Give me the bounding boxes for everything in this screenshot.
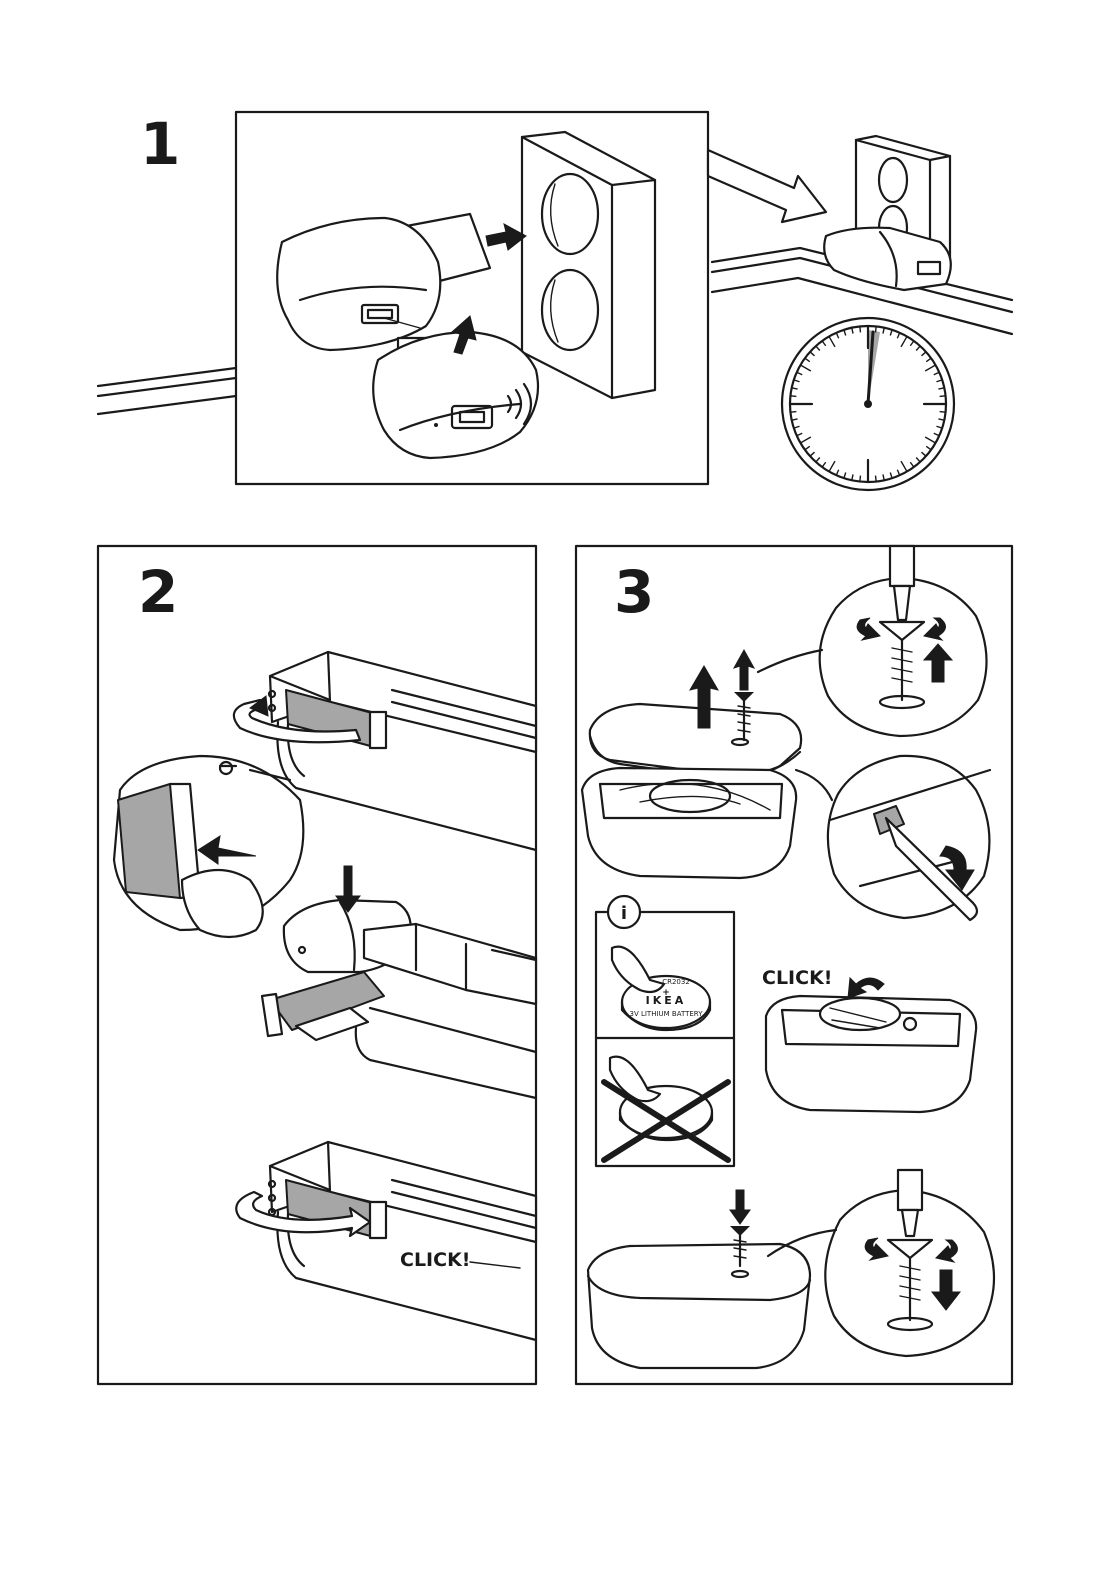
clock-tick xyxy=(822,462,826,467)
info-icon-label: i xyxy=(621,903,627,924)
clock-tick xyxy=(940,412,946,413)
clock-tick xyxy=(822,341,826,346)
roller-rail-closed xyxy=(269,1142,536,1340)
clock-tick xyxy=(860,476,861,482)
clock-tick xyxy=(897,333,899,338)
clock-tick xyxy=(790,396,796,397)
clock-tick xyxy=(844,330,846,336)
clock-tick xyxy=(797,372,802,374)
clock-tick xyxy=(922,452,926,456)
clock-tick xyxy=(925,365,935,371)
clock-tick xyxy=(810,452,814,456)
battery-model: CR2032 xyxy=(662,978,690,986)
clock-tick xyxy=(829,461,835,471)
clock-tick xyxy=(901,461,907,471)
step-2-click-label: CLICK! xyxy=(400,1249,470,1271)
clock-tick xyxy=(810,352,814,356)
clock-tick xyxy=(816,346,820,350)
clock-tick xyxy=(800,365,810,371)
clock-tick xyxy=(860,326,861,332)
clock-icon xyxy=(782,318,954,490)
clock-tick xyxy=(829,336,835,346)
clock-tick xyxy=(897,470,899,475)
step-1-number: 1 xyxy=(140,110,180,178)
clock-tick xyxy=(876,476,877,482)
clock-tick xyxy=(934,372,939,374)
clock-tick xyxy=(797,433,802,435)
clock-tick xyxy=(926,358,931,362)
step-3: 3 xyxy=(576,546,1012,1384)
clock-tick xyxy=(794,380,800,382)
clock-tick xyxy=(925,437,935,443)
step-2: 2 xyxy=(98,546,536,1384)
clock-tick xyxy=(916,458,920,462)
clock-tick xyxy=(836,470,838,475)
wall-socket-icon xyxy=(522,132,655,398)
battery-type: 3V LITHIUM BATTERY xyxy=(629,1010,703,1018)
clock-tick xyxy=(790,412,796,413)
step-3-click-label: CLICK! xyxy=(762,967,832,989)
zoom-unscrew xyxy=(758,546,987,736)
device-open-lid xyxy=(582,704,801,878)
clock-tick xyxy=(916,346,920,350)
step-1: 1 xyxy=(98,110,1012,490)
clock-tick xyxy=(794,426,800,428)
info-panel: i IKEA + 3V LITHIUM BATTERY CR2032 xyxy=(596,896,734,1166)
step-3-number: 3 xyxy=(614,558,654,626)
clock-tick xyxy=(805,358,810,362)
clock-tick xyxy=(926,446,931,450)
clock-tick xyxy=(910,462,914,467)
device-battery-insert xyxy=(766,978,976,1112)
clock-tick xyxy=(890,330,892,336)
device-closed xyxy=(588,1244,810,1368)
clock-tick xyxy=(901,336,907,346)
zoom-pry-open xyxy=(796,756,990,920)
clock-tick xyxy=(940,396,946,397)
battery-polarity: + xyxy=(662,988,670,998)
clock-tick xyxy=(936,380,942,382)
clock-tick xyxy=(836,333,838,338)
clock-tick xyxy=(910,341,914,346)
clock-tick xyxy=(800,437,810,443)
clock-tick xyxy=(816,458,820,462)
roller-rail-open xyxy=(269,652,536,850)
clock-tick xyxy=(890,472,892,478)
clock-tick xyxy=(805,446,810,450)
clock-tick xyxy=(934,433,939,435)
clock-tick xyxy=(844,472,846,478)
clock-tick xyxy=(922,352,926,356)
zoom-detail-latch xyxy=(114,756,303,937)
clock-tick xyxy=(876,326,877,332)
step-2-number: 2 xyxy=(138,558,178,626)
clock-tick xyxy=(936,426,942,428)
